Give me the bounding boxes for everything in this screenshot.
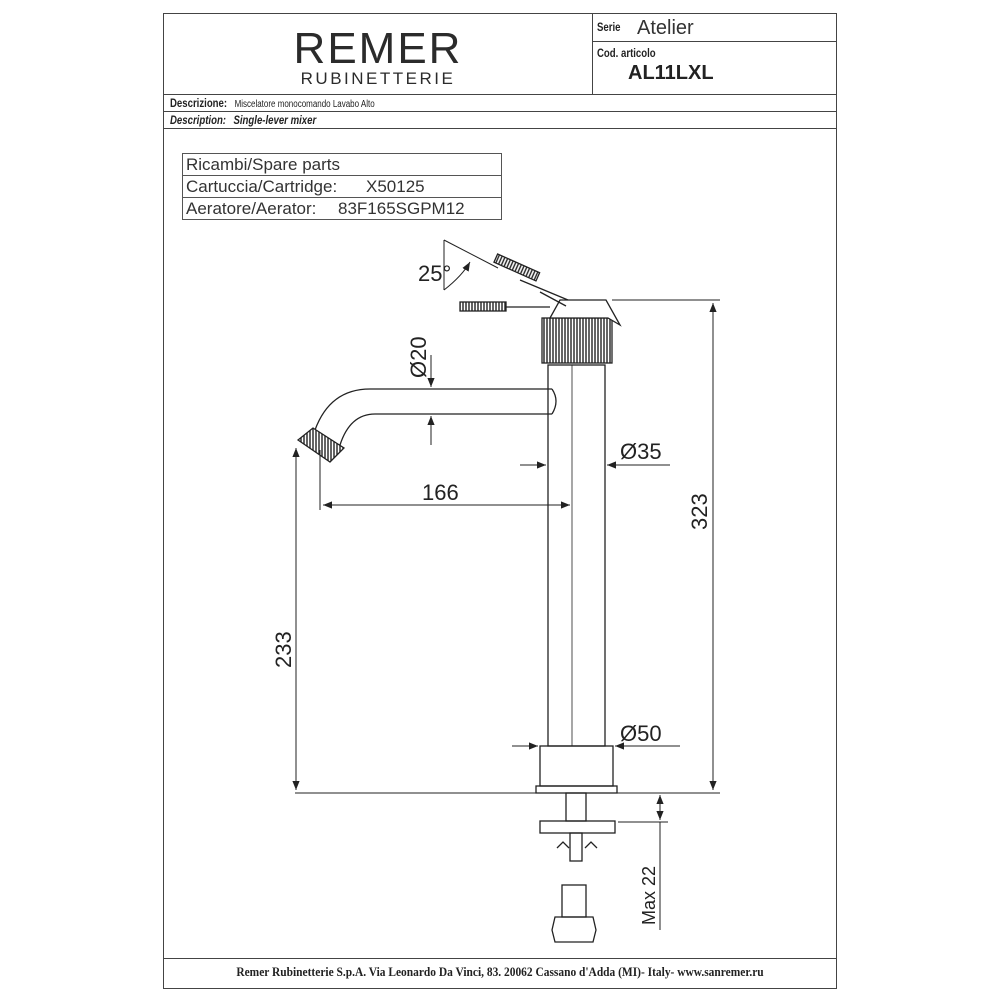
hose-fitting — [561, 884, 587, 918]
code-label: Cod. articolo — [597, 46, 656, 60]
code-value: AL11LXL — [628, 62, 714, 84]
spare-part-value: 83F165SGPM12 — [338, 199, 465, 218]
reach-label: 166 — [422, 480, 459, 505]
description-en-rule — [164, 128, 836, 129]
brand-logo: REMER — [293, 24, 463, 73]
threaded-rod — [569, 832, 583, 862]
fixing-stud — [565, 792, 587, 822]
body-diameter-label: Ø35 — [620, 439, 662, 464]
spare-part-label: Cartuccia/Cartridge: — [186, 177, 338, 196]
spout-upper-edge — [314, 388, 552, 431]
spare-parts-title: Ricambi/Spare parts — [186, 155, 341, 174]
serie-label: Serie — [597, 20, 621, 34]
fixing-nut — [539, 820, 616, 834]
description-it: Descrizione: Miscelatore monocomando Lav… — [170, 96, 375, 110]
spare-part-label: Aeratore/Aerator: — [186, 199, 317, 218]
description-it-text: Miscelatore monocomando Lavabo Alto — [234, 99, 375, 110]
brand-subtitle: RUBINETTERIE — [300, 69, 456, 88]
description-en: Description: Single-lever mixer — [170, 113, 316, 127]
spare-parts-row: Cartuccia/Cartridge: X50125 — [183, 175, 501, 197]
spout-diameter-label: Ø20 — [406, 336, 431, 378]
footer-address: Remer Rubinetterie S.p.A. Via Leonardo D… — [236, 964, 764, 979]
hose-nut — [551, 916, 597, 943]
drawing-sheet: REMER RUBINETTERIE Serie Atelier Cod. ar… — [163, 13, 837, 989]
title-block-bottom — [164, 94, 836, 95]
spout-joint — [551, 388, 557, 415]
thickness-label: Max 22 — [639, 866, 659, 925]
spare-parts-table: Ricambi/Spare parts Cartuccia/Cartridge:… — [182, 153, 502, 220]
spare-part-value: X50125 — [366, 177, 425, 196]
description-en-label: Description: — [170, 113, 227, 127]
total-height-label: 323 — [687, 493, 712, 530]
description-en-text: Single-lever mixer — [233, 113, 317, 127]
rod-break-mark — [556, 841, 570, 849]
lever-grip-closed — [459, 301, 507, 312]
rod-break-mark — [584, 841, 598, 849]
lever-arm-raised-lower — [539, 291, 567, 307]
faucet-base — [539, 745, 614, 787]
base-flange — [535, 785, 618, 794]
description-rule — [164, 111, 836, 112]
header-rule — [592, 41, 836, 42]
footer-rule — [164, 958, 836, 959]
handle-cap — [541, 317, 613, 364]
serie-value: Atelier — [637, 17, 694, 39]
aerator — [296, 427, 346, 463]
spout-height-label: 233 — [271, 631, 296, 668]
lever-arm-raised — [519, 279, 569, 301]
angle-arc — [443, 261, 471, 291]
lever-grip-raised — [493, 253, 541, 282]
header-divider — [592, 14, 593, 94]
angle-arm-line — [443, 239, 499, 269]
base-diameter-label: Ø50 — [620, 721, 662, 746]
faucet-body — [547, 364, 606, 747]
angle-label: 25° — [418, 261, 451, 286]
description-it-label: Descrizione: — [170, 96, 228, 110]
spout-lower-edge — [339, 413, 552, 446]
lever-base — [548, 299, 622, 327]
spare-parts-row: Aeratore/Aerator: 83F165SGPM12 — [183, 197, 501, 219]
